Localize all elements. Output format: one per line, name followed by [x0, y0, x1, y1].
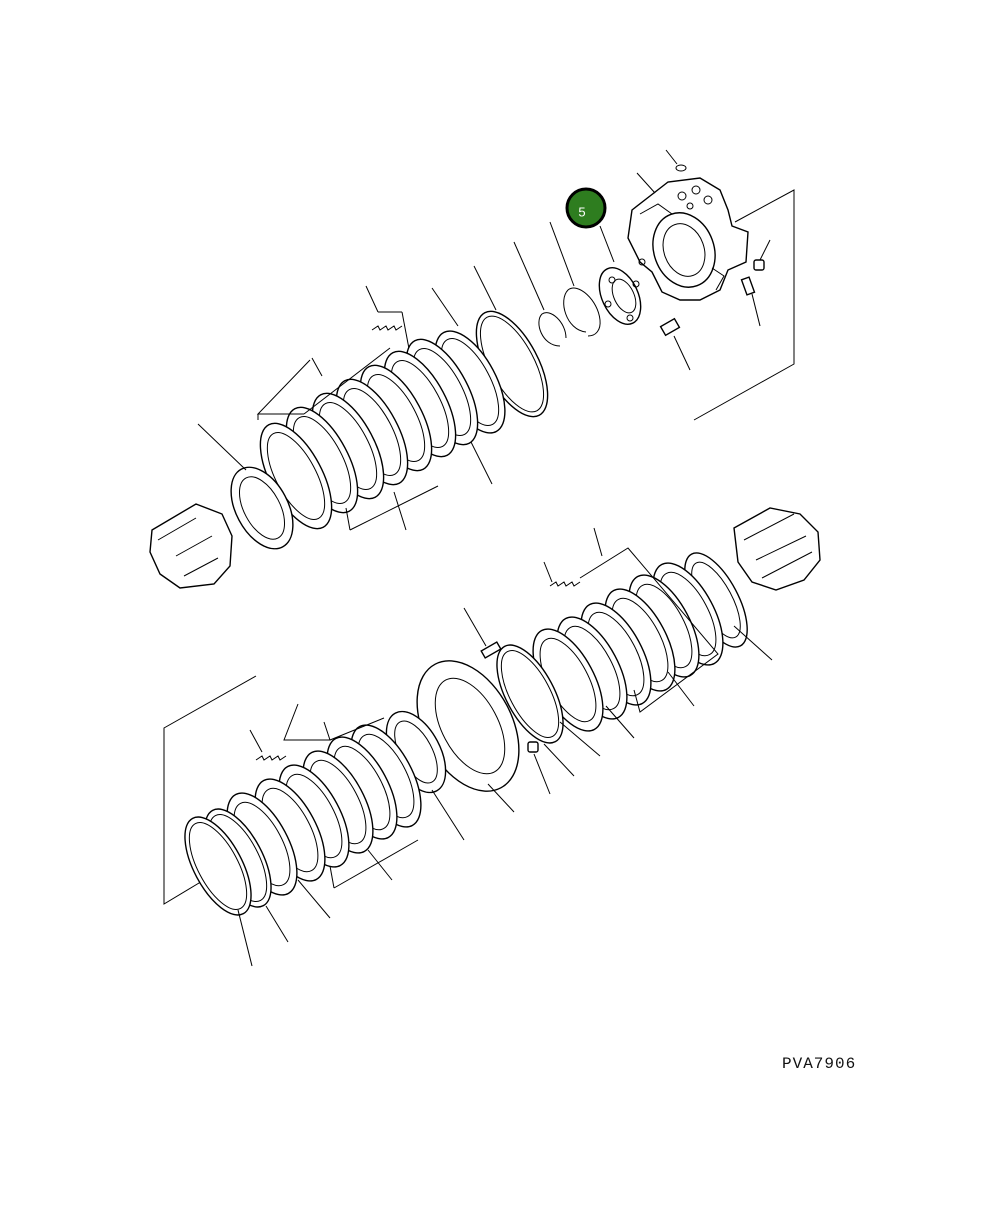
piston-ring — [496, 644, 564, 744]
clutch-plate-stack-lower — [254, 724, 422, 882]
upper-clutch-assembly — [149, 149, 795, 589]
clutch-housing — [627, 177, 749, 301]
middle-clutch-assembly — [385, 507, 821, 841]
plug — [659, 317, 681, 337]
callout-number: 5 — [578, 205, 585, 220]
snap-ring — [538, 312, 567, 347]
snap-ring — [563, 287, 601, 337]
clutch-plate-stack-middle — [532, 562, 724, 732]
o-ring-small — [675, 164, 687, 172]
callout-marker-5[interactable]: 5 — [565, 187, 607, 229]
callout-circle[interactable] — [565, 187, 607, 229]
pin — [480, 641, 502, 659]
spring — [549, 581, 581, 587]
clutch-drum-left — [149, 503, 233, 589]
lower-clutch-assembly — [163, 675, 422, 967]
seal-ring-outer — [184, 816, 252, 916]
clutch-drum-right — [733, 507, 821, 591]
clutch-hub-ring — [230, 466, 294, 550]
clutch-plate-stack-upper — [259, 338, 479, 530]
spring — [365, 285, 411, 355]
drawing-id-label: PVA7906 — [782, 1055, 857, 1073]
dowel-pin — [740, 276, 756, 296]
bolt — [527, 741, 539, 753]
bolt — [753, 259, 765, 271]
spring — [255, 755, 287, 761]
seal-ring-part-5 — [598, 267, 642, 325]
